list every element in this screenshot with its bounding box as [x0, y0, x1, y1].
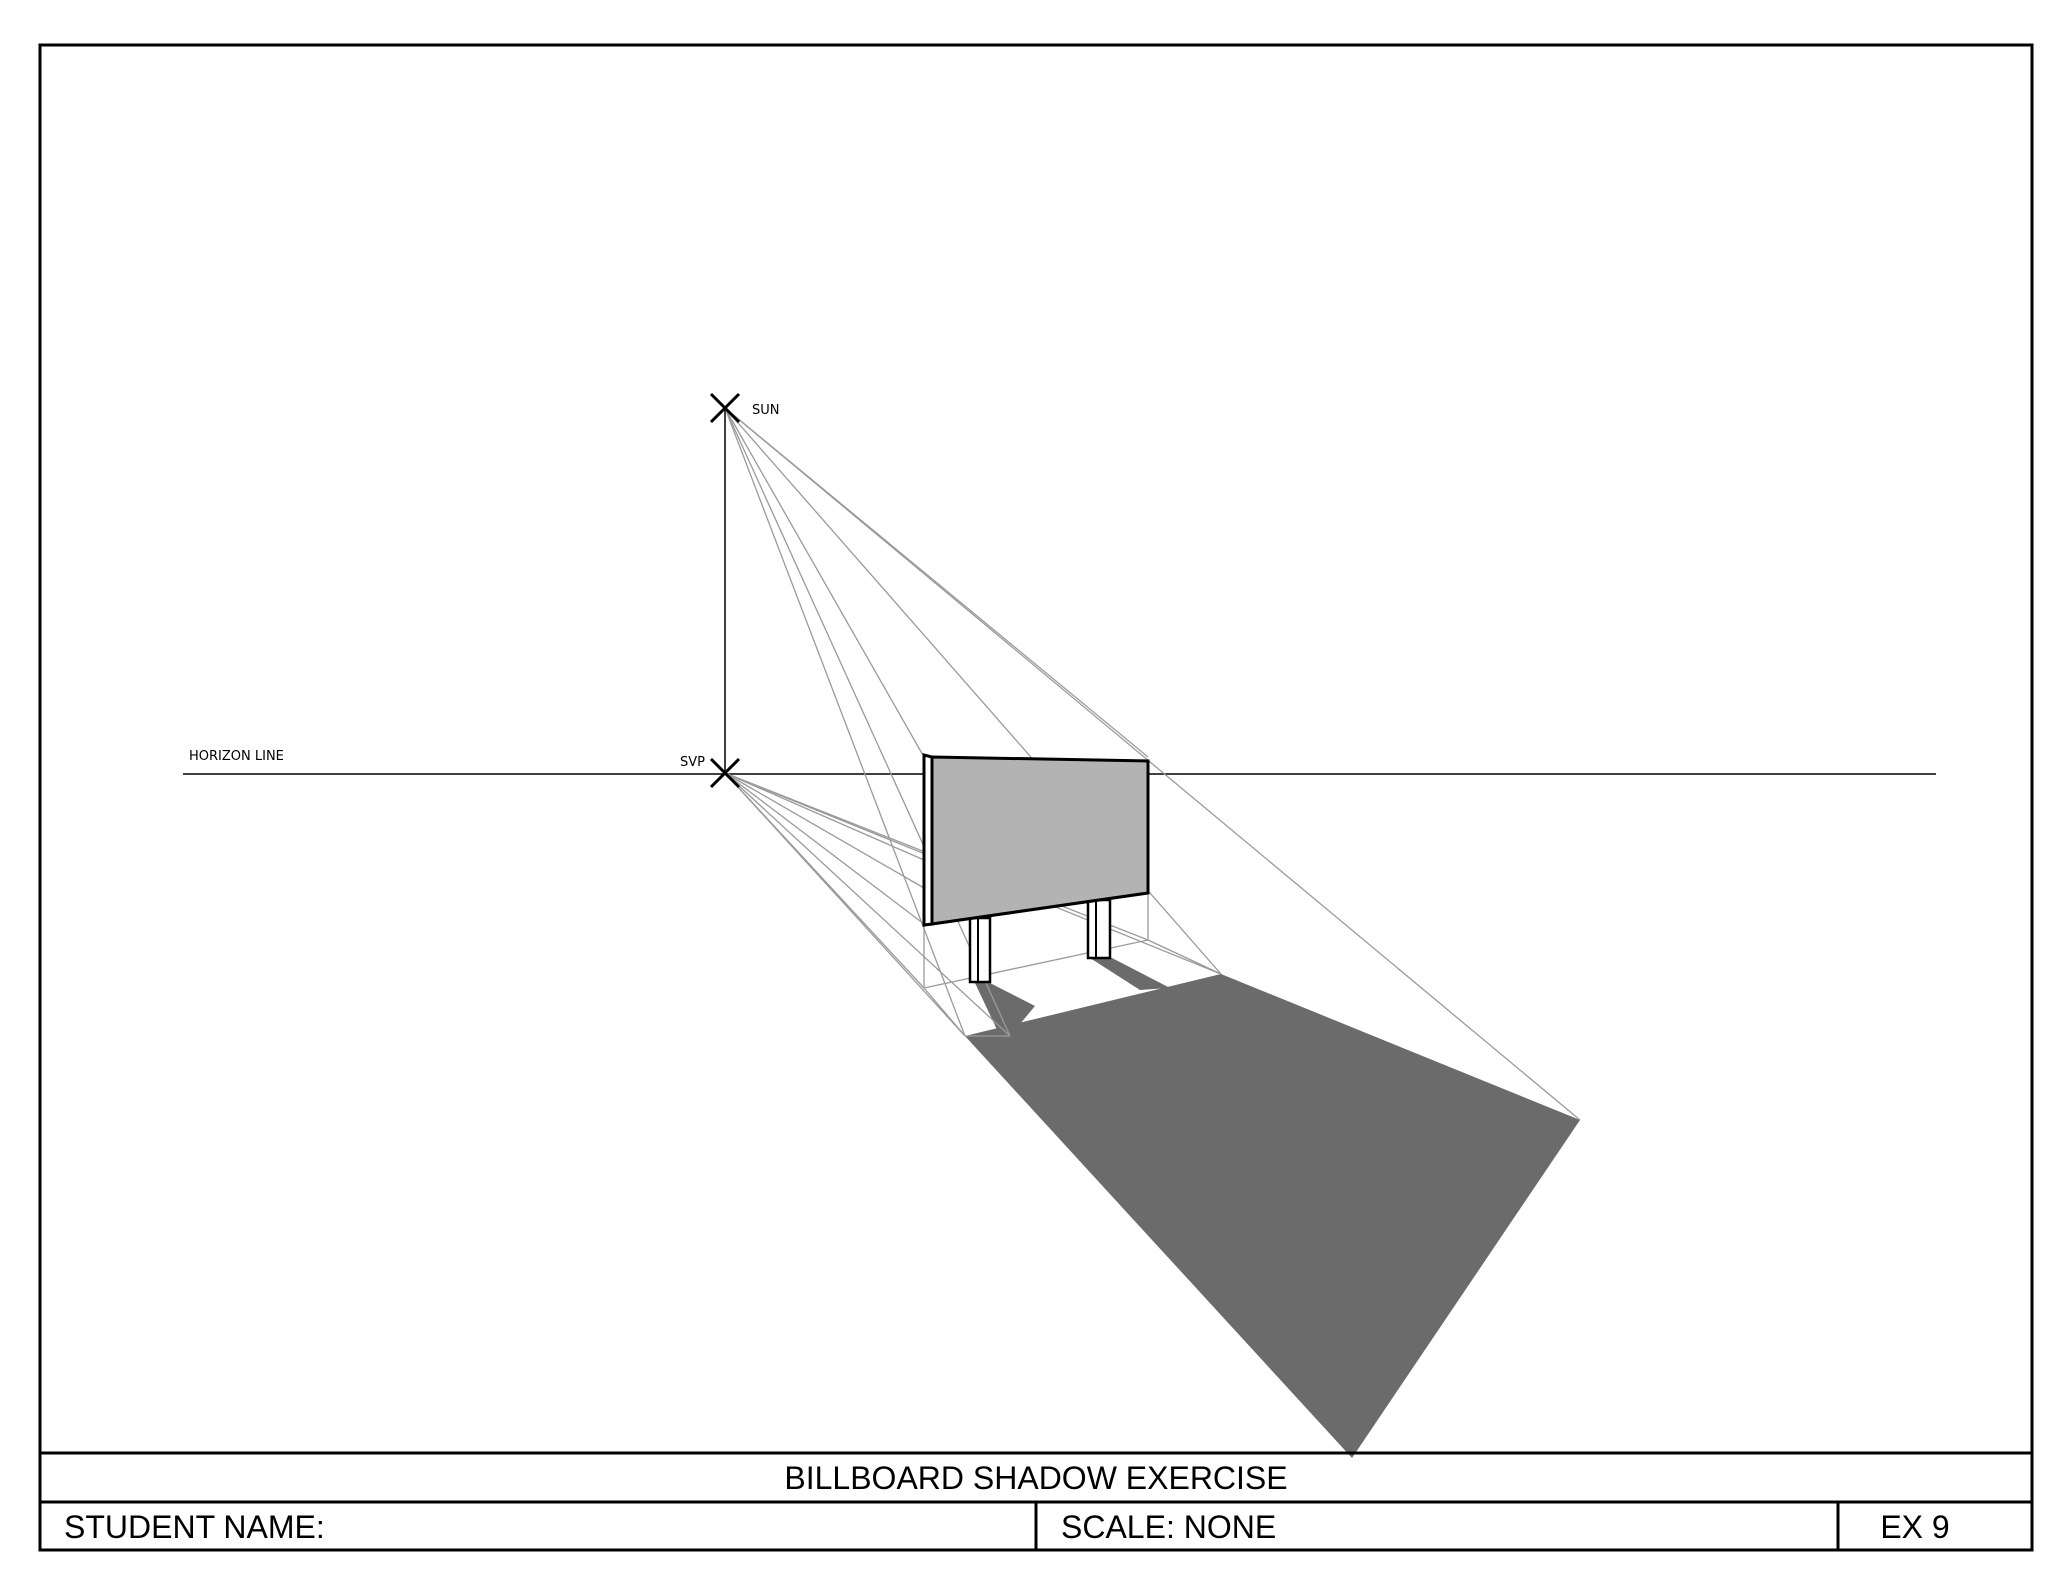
svp-label: SVP [680, 755, 705, 770]
billboard-face [930, 755, 1150, 926]
exercise-number: EX 9 [1880, 1509, 1949, 1545]
left-post [968, 916, 992, 984]
billboard-shadow [965, 974, 1580, 1458]
sun-marker [709, 392, 741, 424]
billboard [922, 753, 1150, 927]
right-post-shadow [1090, 958, 1170, 990]
billboard-posts [968, 898, 1112, 984]
student-name-field: STUDENT NAME: [64, 1509, 325, 1545]
billboard-edge [922, 753, 934, 927]
svp-marker [709, 757, 741, 789]
scale-field: SCALE: NONE [1061, 1509, 1276, 1545]
right-post [1086, 898, 1112, 960]
horizon-label: HORIZON LINE [189, 749, 284, 764]
drawing-title: BILLBOARD SHADOW EXERCISE [784, 1460, 1287, 1496]
sun-label: SUN [752, 403, 780, 418]
title-block: BILLBOARD SHADOW EXERCISE STUDENT NAME: … [40, 1451, 2032, 1550]
left-post-shadow [975, 983, 1035, 1036]
